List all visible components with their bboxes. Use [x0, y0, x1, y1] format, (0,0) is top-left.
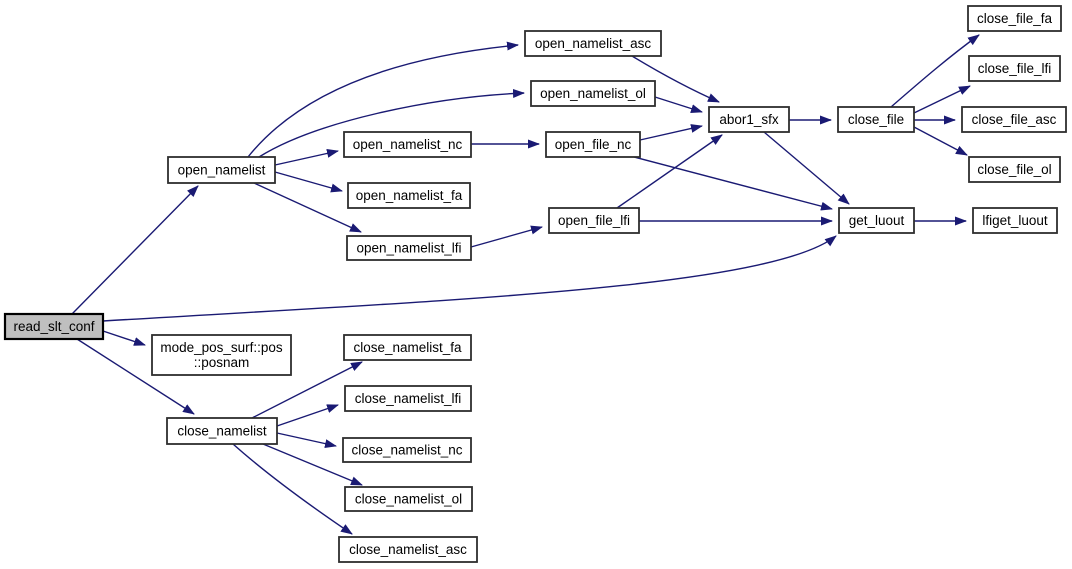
node-box-open-namelist[interactable] [167, 156, 276, 184]
node-close-namelist-nc[interactable]: close_namelist_nc [342, 437, 472, 463]
edge-open-namelist-to-open-namelist-lfi [253, 182, 362, 233]
node-box-open-file-lfi[interactable] [548, 207, 640, 234]
node-close-namelist[interactable]: close_namelist [166, 417, 278, 445]
node-open-namelist-lfi[interactable]: open_namelist_lfi [346, 235, 472, 261]
edge-close-namelist-to-close-namelist-nc [276, 432, 337, 449]
node-open-file-nc[interactable]: open_file_nc [545, 131, 641, 158]
node-box-open-namelist-lfi[interactable] [346, 235, 472, 261]
node-mode-pos-surf-pos-posnam[interactable]: mode_pos_surf::pos::posnam [151, 334, 292, 376]
node-box-close-namelist-nc[interactable] [342, 437, 472, 463]
edge-close-namelist-to-close-namelist-ol [262, 443, 363, 486]
node-close-file-lfi[interactable]: close_file_lfi [968, 55, 1061, 82]
edge-open-namelist-to-open-namelist-ol [258, 88, 525, 158]
edge-open-file-nc-to-get-luout [633, 156, 833, 211]
node-box-lfiget-luout[interactable] [972, 207, 1058, 234]
edge-read-slt-conf-to-close-namelist [76, 338, 195, 415]
node-box-abor1-sfx[interactable] [708, 106, 790, 133]
edge-open-namelist-to-open-namelist-fa [274, 171, 343, 193]
node-box-close-file-ol[interactable] [968, 156, 1061, 183]
node-close-file[interactable]: close_file [837, 106, 915, 133]
node-close-namelist-ol[interactable]: close_namelist_ol [344, 486, 473, 512]
edge-open-namelist-ol-to-abor1-sfx [654, 96, 703, 113]
node-box-close-namelist-lfi[interactable] [344, 385, 472, 412]
node-box-get-luout[interactable] [838, 207, 915, 234]
node-open-namelist-ol[interactable]: open_namelist_ol [530, 80, 656, 107]
node-close-file-ol[interactable]: close_file_ol [968, 156, 1061, 183]
node-box-close-namelist[interactable] [166, 417, 278, 445]
edge-open-namelist-to-open-namelist-asc [247, 41, 519, 158]
node-lfiget-luout[interactable]: lfiget_luout [972, 207, 1058, 234]
edge-abor1-sfx-to-get-luout [763, 131, 850, 205]
node-box-close-file-lfi[interactable] [968, 55, 1061, 82]
edge-open-namelist-to-open-namelist-nc [274, 148, 339, 166]
node-open-namelist-nc[interactable]: open_namelist_nc [343, 131, 472, 158]
edge-read-slt-conf-to-mode-pos-surf-pos-posnam [102, 330, 146, 346]
edge-close-file-to-close-file-fa [890, 34, 980, 108]
edge-read-slt-conf-to-get-luout [102, 235, 837, 322]
edge-close-namelist-to-close-namelist-lfi [276, 404, 339, 427]
node-close-file-fa[interactable]: close_file_fa [967, 5, 1062, 32]
node-open-namelist-asc[interactable]: open_namelist_asc [524, 30, 662, 57]
node-close-file-asc[interactable]: close_file_asc [961, 106, 1067, 133]
node-box-open-namelist-asc[interactable] [524, 30, 662, 57]
node-box-read-slt-conf[interactable] [3, 312, 105, 341]
node-box-close-file-asc[interactable] [961, 106, 1067, 133]
node-open-namelist[interactable]: open_namelist [167, 156, 276, 184]
edge-close-file-to-close-file-ol [913, 126, 968, 156]
edge-read-slt-conf-to-open-namelist [71, 185, 199, 315]
edge-open-file-nc-to-abor1-sfx [639, 124, 703, 141]
node-box-open-file-nc[interactable] [545, 131, 641, 158]
node-box-open-namelist-fa[interactable] [347, 182, 471, 209]
node-box-close-namelist-ol[interactable] [344, 486, 473, 512]
edge-open-namelist-lfi-to-open-file-lfi [470, 225, 543, 248]
edge-open-file-lfi-to-abor1-sfx [616, 134, 723, 209]
node-get-luout[interactable]: get_luout [838, 207, 915, 234]
node-box-close-namelist-fa[interactable] [343, 334, 472, 361]
edge-open-namelist-asc-to-abor1-sfx [631, 55, 720, 103]
node-box-close-file-fa[interactable] [967, 5, 1062, 32]
node-open-file-lfi[interactable]: open_file_lfi [548, 207, 640, 234]
node-read-slt-conf[interactable]: read_slt_conf [3, 312, 105, 341]
edge-close-file-to-close-file-lfi [913, 85, 971, 114]
node-abor1-sfx[interactable]: abor1_sfx [708, 106, 790, 133]
node-close-namelist-lfi[interactable]: close_namelist_lfi [344, 385, 472, 412]
node-box-open-namelist-ol[interactable] [530, 80, 656, 107]
node-box-mode-pos-surf-pos-posnam[interactable] [151, 334, 292, 376]
node-box-close-file[interactable] [837, 106, 915, 133]
node-close-namelist-fa[interactable]: close_namelist_fa [343, 334, 472, 361]
edge-close-namelist-to-close-namelist-fa [251, 361, 363, 419]
node-open-namelist-fa[interactable]: open_namelist_fa [347, 182, 471, 209]
node-box-open-namelist-nc[interactable] [343, 131, 472, 158]
edge-close-namelist-to-close-namelist-asc [232, 443, 353, 535]
node-close-namelist-asc[interactable]: close_namelist_asc [338, 536, 478, 563]
node-box-close-namelist-asc[interactable] [338, 536, 478, 563]
